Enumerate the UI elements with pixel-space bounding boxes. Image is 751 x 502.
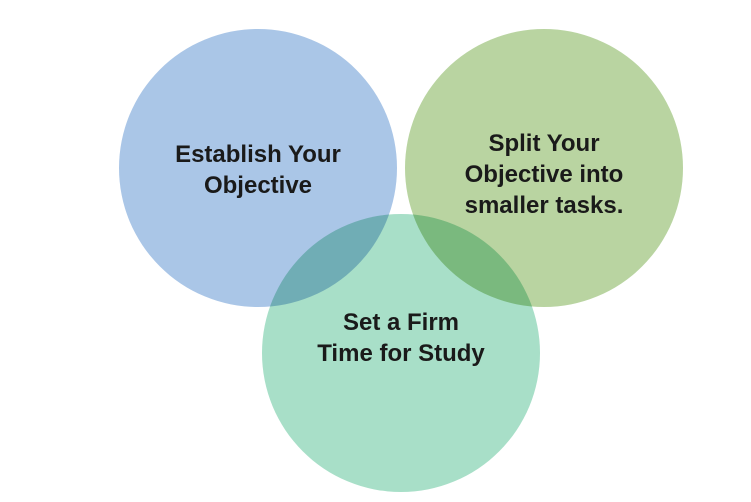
label-split-objective: Split Your Objective into smaller tasks. [464, 130, 624, 219]
label-set-study-time: Set a Firm Time for Study [317, 309, 485, 367]
circle-set-study-time [262, 214, 540, 492]
label-establish-objective: Establish Your Objective [175, 141, 341, 199]
